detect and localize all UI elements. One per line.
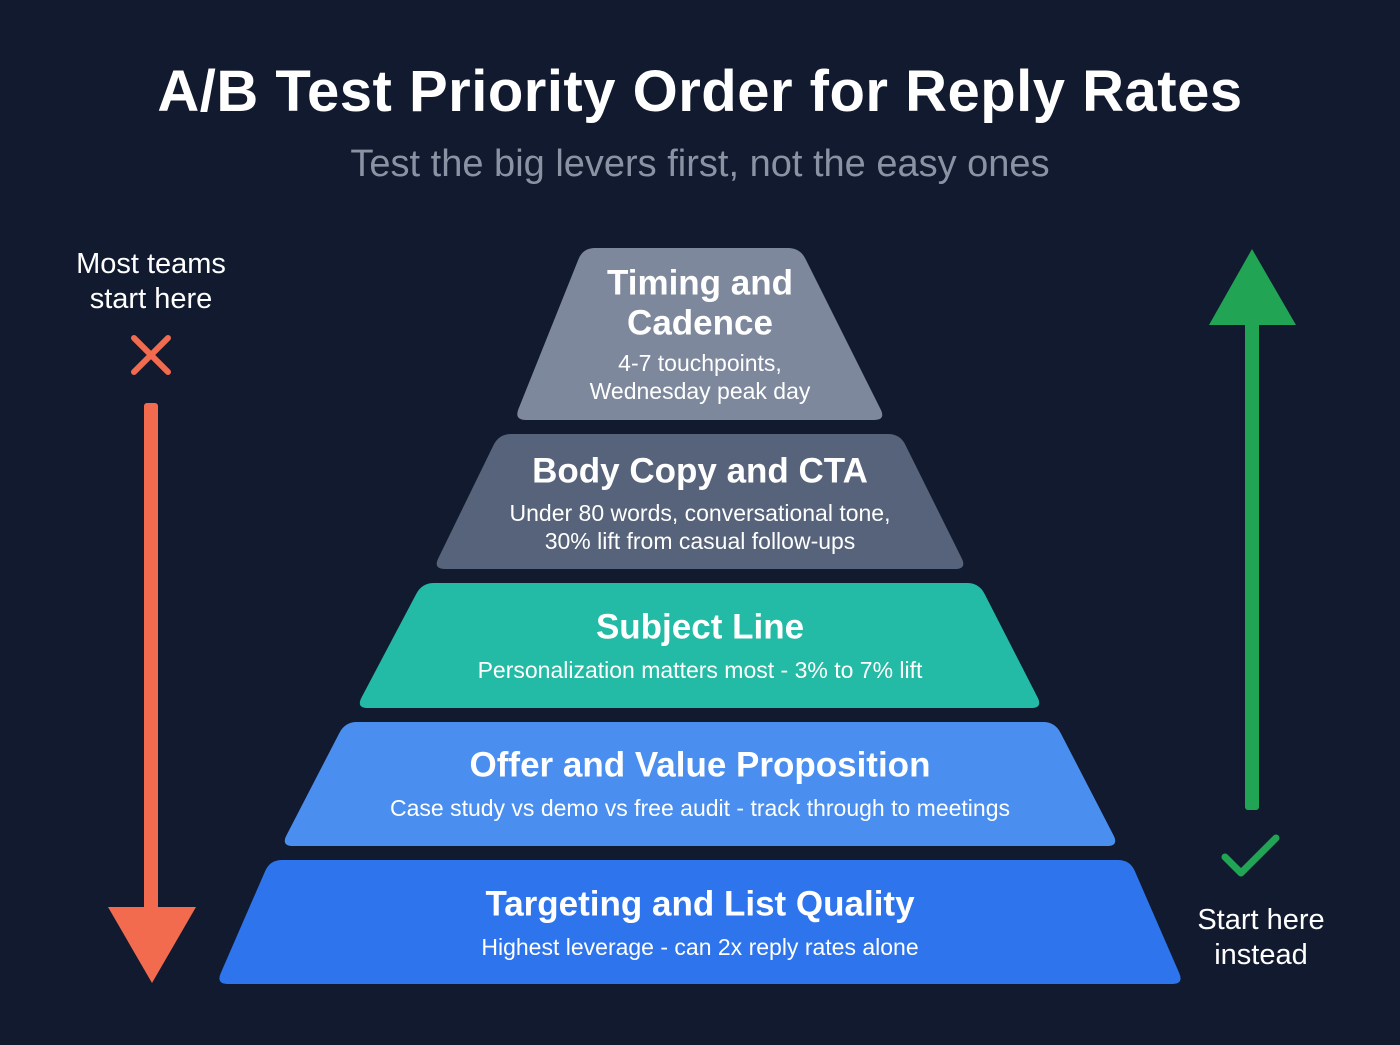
start-here-label-line1: Start here: [1197, 904, 1325, 936]
tier-description: 30% lift from casual follow-ups: [545, 528, 856, 554]
down-arrow-icon: [108, 403, 196, 983]
tier-description: Wednesday peak day: [590, 378, 811, 404]
cross-icon: [131, 335, 171, 375]
start-here-label: Start here instead: [1151, 903, 1371, 973]
tier-title: Timing and: [607, 264, 793, 303]
tier-shape-timing-and-cadence: [517, 248, 883, 420]
tier-title: Subject Line: [596, 608, 804, 647]
tier-description: Case study vs demo vs free audit - track…: [390, 795, 1010, 821]
tier-title: Body Copy and CTA: [532, 452, 868, 491]
tier-shape-offer-and-value-proposition: [284, 722, 1116, 846]
tier-description: Highest leverage - can 2x reply rates al…: [481, 934, 918, 960]
tier-title: Offer and Value Proposition: [470, 746, 931, 785]
tier-title: Targeting and List Quality: [485, 885, 915, 924]
tier-body-copy-and-cta: Body Copy and CTA Under 80 words, convers…: [436, 434, 964, 569]
up-arrow-icon: [1209, 249, 1296, 810]
most-teams-label: Most teams start here: [41, 247, 261, 317]
tier-description: Under 80 words, conversational tone,: [510, 500, 891, 526]
most-teams-label-line2: start here: [89, 283, 213, 315]
page-title: A/B Test Priority Order for Reply Rates: [157, 59, 1243, 124]
tier-shape-subject-line: [359, 583, 1040, 708]
check-icon: [1221, 834, 1280, 877]
tier-description: Personalization matters most - 3% to 7% …: [478, 657, 923, 683]
tier-description: 4-7 touchpoints,: [618, 350, 782, 376]
tier-shape-targeting-and-list-quality: [219, 860, 1181, 984]
tier-shape-body-copy-and-cta: [436, 434, 964, 569]
most-teams-label-line1: Most teams: [76, 248, 226, 280]
start-here-label-line2: instead: [1214, 939, 1308, 971]
tier-title: Cadence: [627, 304, 773, 343]
page-subtitle: Test the big levers first, not the easy …: [350, 143, 1050, 185]
